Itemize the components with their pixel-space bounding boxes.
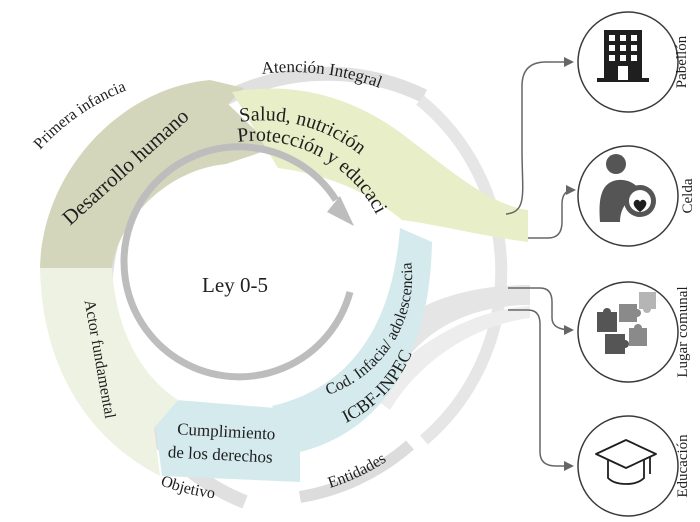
inner-ring bbox=[120, 143, 354, 381]
puzzle-icon bbox=[597, 292, 656, 354]
center-label: Ley 0-5 bbox=[202, 273, 268, 297]
arrow-pabellon bbox=[505, 57, 574, 215]
segment-cumplimiento bbox=[152, 398, 300, 482]
lugar-comunal-circle bbox=[577, 281, 679, 383]
segment-cod bbox=[272, 228, 432, 452]
arrow-celda bbox=[528, 185, 576, 239]
graduation-cap-icon bbox=[595, 439, 657, 485]
gray-swoosh bbox=[395, 285, 530, 355]
segment-salud bbox=[232, 88, 528, 242]
label-educacion: Educación bbox=[675, 434, 691, 498]
outer-ring-right bbox=[416, 95, 508, 445]
label-atencion-integral: Atención Integral bbox=[260, 57, 384, 92]
arrow-educacion bbox=[508, 309, 574, 471]
outer-ring-bottom-right bbox=[298, 440, 414, 503]
gray-swoosh-2 bbox=[370, 306, 530, 410]
segment-desarrollo-humano bbox=[40, 80, 274, 268]
segment-actor bbox=[40, 268, 178, 476]
arrow-lugar-comunal bbox=[508, 287, 574, 335]
building-icon bbox=[597, 30, 649, 82]
mother-child-icon bbox=[599, 154, 656, 222]
label-pabellon: Pabellón bbox=[674, 35, 690, 88]
inner-ring-arrowhead bbox=[327, 196, 354, 226]
label-lugar-comunal: Lugar comunal bbox=[675, 286, 691, 377]
educacion-circle bbox=[577, 415, 679, 517]
label-celda: Celda bbox=[680, 178, 696, 213]
